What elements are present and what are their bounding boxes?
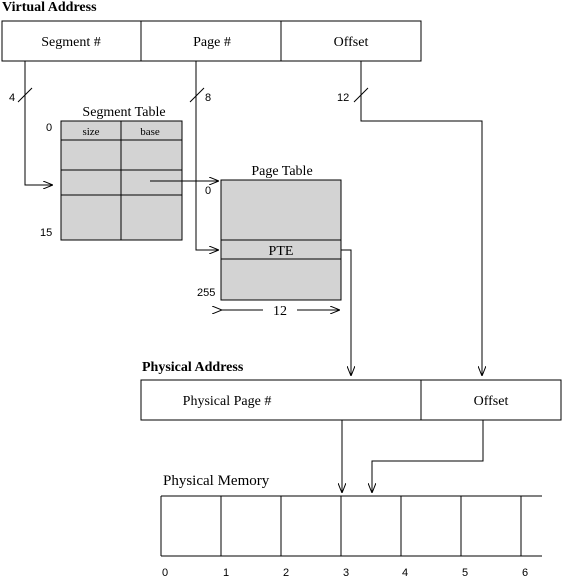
page-table-last-index: 255 xyxy=(197,287,215,299)
va-segment-field: Segment # xyxy=(41,35,101,50)
pa-offset-field: Offset xyxy=(474,394,509,409)
page-table xyxy=(220,179,342,301)
segment-size-column: size xyxy=(82,126,99,138)
segment-first-index: 0 xyxy=(46,122,52,134)
segment-bits-label: 4 xyxy=(9,92,15,104)
va-page-field: Page # xyxy=(193,35,231,50)
physical-memory-frames xyxy=(160,495,542,557)
frame-label-0: 0 xyxy=(162,567,168,576)
frame-label-5: 5 xyxy=(462,567,468,576)
pte-entry-label: PTE xyxy=(269,244,294,259)
physical-address-title: Physical Address xyxy=(142,360,244,375)
virtual-address-register xyxy=(1,20,422,62)
physical-address-register xyxy=(140,379,562,421)
frame-label-2: 2 xyxy=(283,567,289,576)
physical-memory-title: Physical Memory xyxy=(163,473,270,489)
frame-label-6: 6 xyxy=(522,567,528,576)
segment-base-column: base xyxy=(140,126,160,138)
va-offset-field: Offset xyxy=(334,35,369,50)
page-table-first-index: 0 xyxy=(205,185,211,197)
frame-label-4: 4 xyxy=(402,567,408,576)
segment-table-title: Segment Table xyxy=(82,105,165,120)
virtual-address-title: Virtual Address xyxy=(2,0,97,15)
page-table-title: Page Table xyxy=(251,164,312,179)
frame-label-1: 1 xyxy=(223,567,229,576)
frame-label-3: 3 xyxy=(343,567,349,576)
page-table-width-label: 12 xyxy=(273,304,287,319)
pa-page-field: Physical Page # xyxy=(183,394,272,409)
frame-labels: 0 1 2 3 4 5 6 xyxy=(162,567,528,576)
segment-last-index: 15 xyxy=(40,227,52,239)
page-bits-label: 8 xyxy=(205,92,211,104)
bit-width-ticks xyxy=(17,87,369,103)
translation-arrows xyxy=(24,61,483,493)
offset-bits-label: 12 xyxy=(337,92,349,104)
